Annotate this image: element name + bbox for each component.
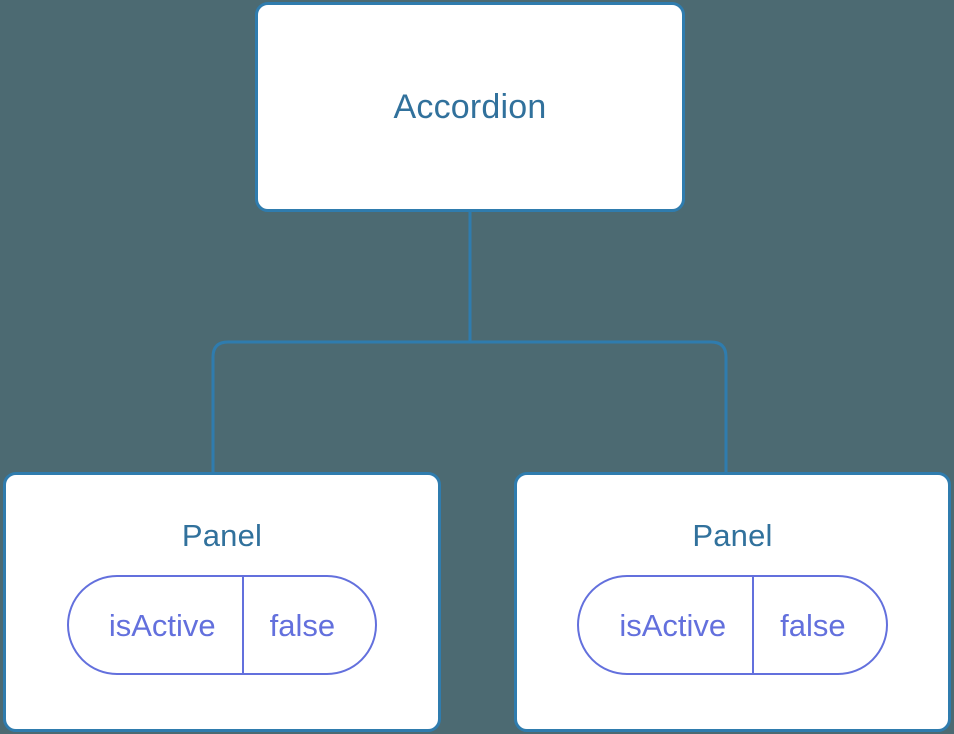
node-panel-left-label: Panel xyxy=(181,518,263,553)
prop-pill-is-active-right[interactable]: isActive false xyxy=(577,575,888,675)
prop-key-is-active-right: isActive xyxy=(579,577,755,673)
connector-edge-right xyxy=(470,340,728,473)
prop-value-is-active-right: false xyxy=(780,607,846,643)
connector-edge-left xyxy=(211,340,470,473)
node-panel-right-label: Panel xyxy=(692,518,773,553)
node-panel-left[interactable]: Panel isActive false xyxy=(3,472,441,732)
node-accordion[interactable]: Accordion xyxy=(255,2,685,212)
prop-value-is-active-left: false xyxy=(269,607,336,643)
node-accordion-label: Accordion xyxy=(393,88,547,126)
node-panel-right[interactable]: Panel isActive false xyxy=(514,472,951,732)
prop-key-is-active-left: isActive xyxy=(69,577,244,673)
prop-pill-is-active-left[interactable]: isActive false xyxy=(66,575,378,675)
